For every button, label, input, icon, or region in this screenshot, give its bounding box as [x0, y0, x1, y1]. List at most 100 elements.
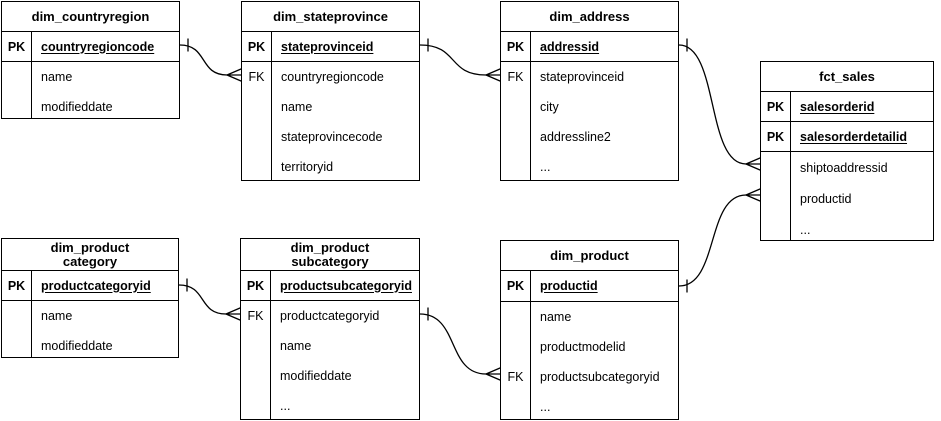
key-badge	[241, 391, 271, 419]
pk-badge: PK	[761, 92, 791, 121]
key-badge	[761, 183, 791, 214]
key-badge	[501, 332, 531, 362]
table-row: addressline2	[501, 122, 678, 152]
table-row: modifieddate	[2, 92, 179, 118]
table-row: name	[501, 302, 678, 332]
table-row: FK productcategoryid	[241, 301, 419, 331]
table-row: shiptoaddressid	[761, 152, 933, 183]
pk-badge: PK	[241, 271, 271, 300]
table-title: dim_countryregion	[2, 2, 179, 32]
table-row: ...	[761, 214, 933, 240]
column-name: salesorderdetailid	[800, 129, 907, 144]
table-dim-product-subcategory: dim_product subcategory PK productsubcat…	[240, 238, 420, 420]
fk-badge: FK	[241, 301, 271, 331]
table-row: PK countryregioncode	[2, 32, 179, 62]
table-row: PK productid	[501, 271, 678, 302]
column-name: productcategoryid	[41, 278, 151, 293]
key-badge	[761, 152, 791, 183]
table-row: name	[2, 62, 179, 92]
column-name: modifieddate	[41, 338, 113, 353]
table-row: productmodelid	[501, 332, 678, 362]
table-row: PK productsubcategoryid	[241, 271, 419, 301]
crow-foot-icon	[745, 157, 761, 171]
crow-foot-icon	[745, 188, 761, 202]
crow-foot-icon	[485, 367, 501, 381]
column-name: productid	[540, 279, 598, 293]
column-name: city	[540, 100, 559, 114]
key-badge	[501, 392, 531, 419]
key-badge	[241, 331, 271, 361]
fk-badge: FK	[242, 62, 272, 92]
pk-badge: PK	[2, 32, 32, 61]
fk-badge: FK	[501, 62, 531, 92]
column-name: name	[281, 100, 313, 114]
edge-category-to-subcategory	[178, 278, 241, 321]
table-row: FK productsubcategoryid	[501, 362, 678, 392]
table-title: fct_sales	[761, 62, 933, 92]
table-dim-address: dim_address PK addressid FK stateprovinc…	[500, 1, 679, 181]
column-name: productcategoryid	[280, 309, 380, 323]
table-row: ...	[241, 391, 419, 419]
table-title: dim_stateprovince	[242, 2, 419, 32]
column-name: name	[540, 310, 572, 324]
column-name: name	[41, 70, 73, 84]
key-badge	[242, 92, 272, 122]
edge-countryregion-to-stateprovince	[179, 38, 242, 82]
column-name: ...	[540, 160, 551, 174]
key-badge	[2, 331, 32, 357]
column-name: territoryid	[281, 160, 334, 174]
column-name: productid	[800, 191, 852, 206]
table-row: city	[501, 92, 678, 122]
table-title: dim_product category	[2, 239, 178, 271]
column-name: addressline2	[540, 130, 611, 144]
column-name: countryregioncode	[41, 39, 155, 54]
column-name: shiptoaddressid	[800, 160, 888, 175]
column-name: modifieddate	[41, 99, 113, 114]
key-badge	[2, 301, 32, 331]
pk-badge: PK	[2, 271, 32, 300]
pk-badge: PK	[501, 32, 531, 61]
table-row: modifieddate	[2, 331, 178, 357]
table-row: name	[242, 92, 419, 122]
edge-stateprovince-to-address	[419, 38, 501, 82]
table-row: PK addressid	[501, 32, 678, 62]
crow-foot-icon	[485, 68, 501, 82]
table-row: name	[241, 331, 419, 361]
key-badge	[501, 122, 531, 152]
table-row: modifieddate	[241, 361, 419, 391]
table-row: name	[2, 301, 178, 331]
key-badge	[2, 92, 32, 118]
key-badge	[501, 302, 531, 332]
edge-curve	[678, 44, 747, 165]
table-row: territoryid	[242, 152, 419, 180]
key-badge	[241, 361, 271, 391]
fk-badge: FK	[501, 362, 531, 392]
edge-curve	[419, 313, 487, 375]
table-row: PK productcategoryid	[2, 271, 178, 301]
table-title: dim_product subcategory	[241, 239, 419, 271]
edge-curve	[678, 194, 747, 287]
crow-foot-icon	[226, 68, 242, 82]
key-badge	[501, 152, 531, 180]
key-badge	[242, 152, 272, 180]
table-title: dim_address	[501, 2, 678, 32]
table-dim-countryregion: dim_countryregion PK countryregioncode n…	[1, 1, 180, 119]
key-badge	[761, 214, 791, 240]
table-fct-sales: fct_sales PK salesorderid PK salesorderd…	[760, 61, 934, 241]
table-row: FK countryregioncode	[242, 62, 419, 92]
column-name: stateprovinceid	[540, 70, 625, 84]
table-dim-stateprovince: dim_stateprovince PK stateprovinceid FK …	[241, 1, 420, 181]
edge-address-to-fctsales	[678, 38, 761, 171]
table-row: PK salesorderid	[761, 92, 933, 122]
column-name: salesorderid	[800, 99, 875, 114]
key-badge	[2, 62, 32, 92]
table-row: PK salesorderdetailid	[761, 122, 933, 152]
table-row: ...	[501, 392, 678, 419]
column-name: ...	[800, 222, 811, 237]
column-name: stateprovinceid	[281, 39, 374, 54]
column-name: productsubcategoryid	[540, 370, 660, 384]
edge-curve	[178, 284, 227, 315]
table-row: PK stateprovinceid	[242, 32, 419, 62]
